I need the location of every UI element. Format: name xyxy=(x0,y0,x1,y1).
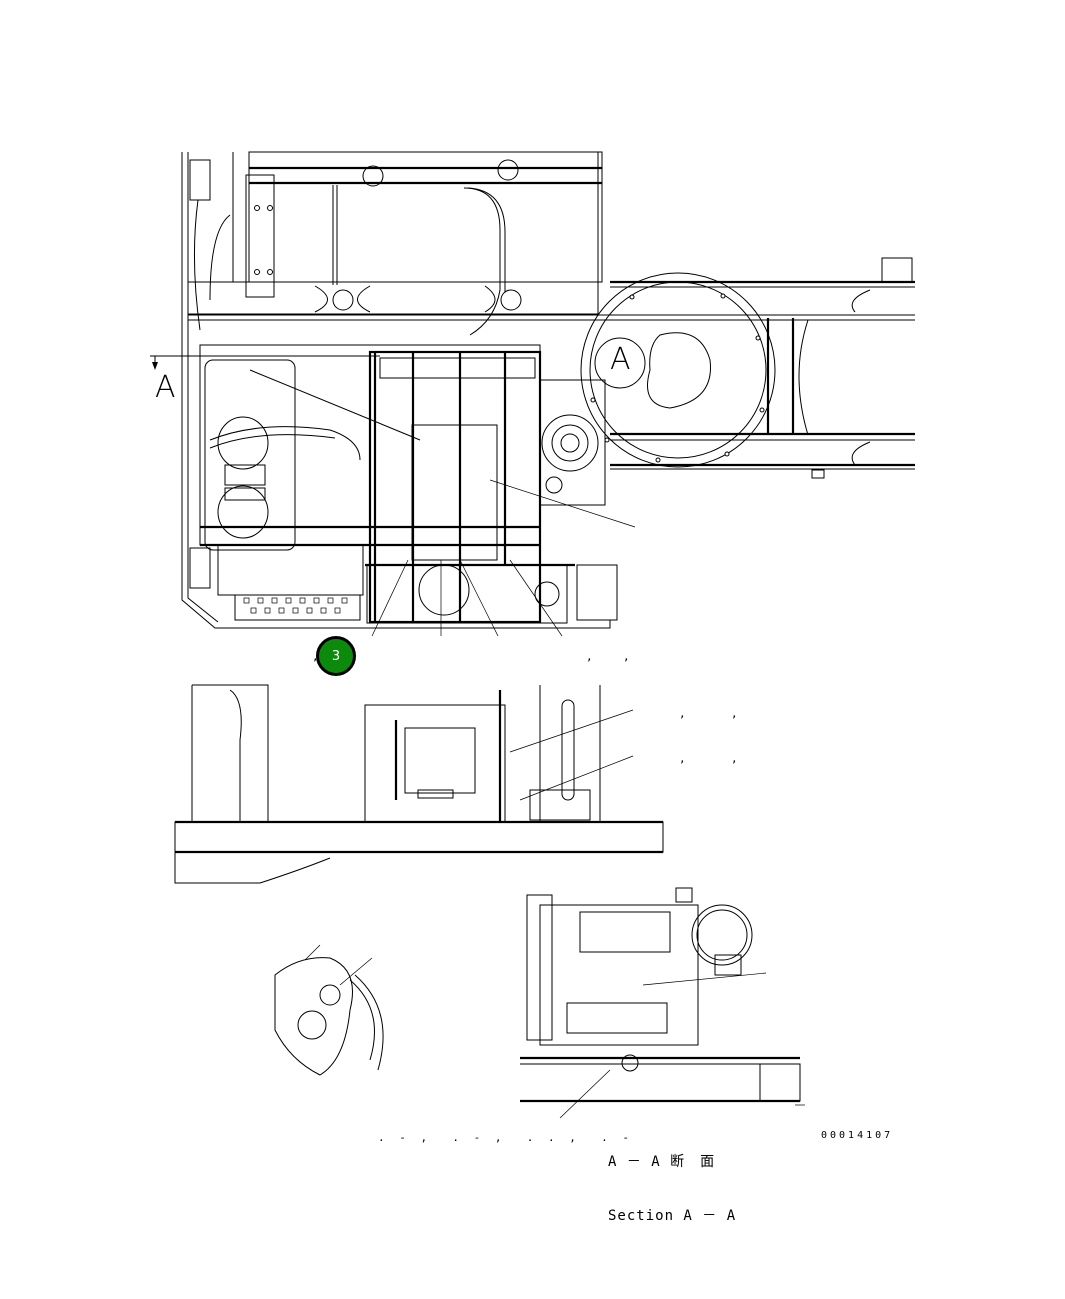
leader-mark: , xyxy=(679,707,690,720)
leader-mark: , xyxy=(731,752,742,765)
leader-mark: , xyxy=(586,650,597,663)
leader-mark: , xyxy=(623,650,634,663)
leader-mark: , xyxy=(731,707,742,720)
footer-annotation: . - , . - , . . , . - xyxy=(378,1131,633,1144)
leader-mark: , xyxy=(679,752,690,765)
top-view xyxy=(150,151,915,637)
callout-prefix-mark: , xyxy=(312,650,323,663)
drawing-number: 00014107 xyxy=(821,1130,894,1141)
vent-grille xyxy=(234,594,361,621)
part-callout-number: 3 xyxy=(331,648,341,664)
section-marker-flywheel: A xyxy=(610,342,631,377)
section-title-jp: A － A 断 面 xyxy=(608,1154,716,1170)
section-view xyxy=(520,887,805,1119)
flywheel-housing xyxy=(580,272,776,468)
section-marker-left: A xyxy=(155,370,176,405)
section-title: A － A 断 面 Section A － A xyxy=(608,1117,736,1243)
detail-view xyxy=(274,944,384,1076)
section-title-en: Section A － A xyxy=(608,1208,737,1224)
part-callout-3[interactable]: 3 xyxy=(316,636,356,676)
side-view xyxy=(174,684,664,884)
